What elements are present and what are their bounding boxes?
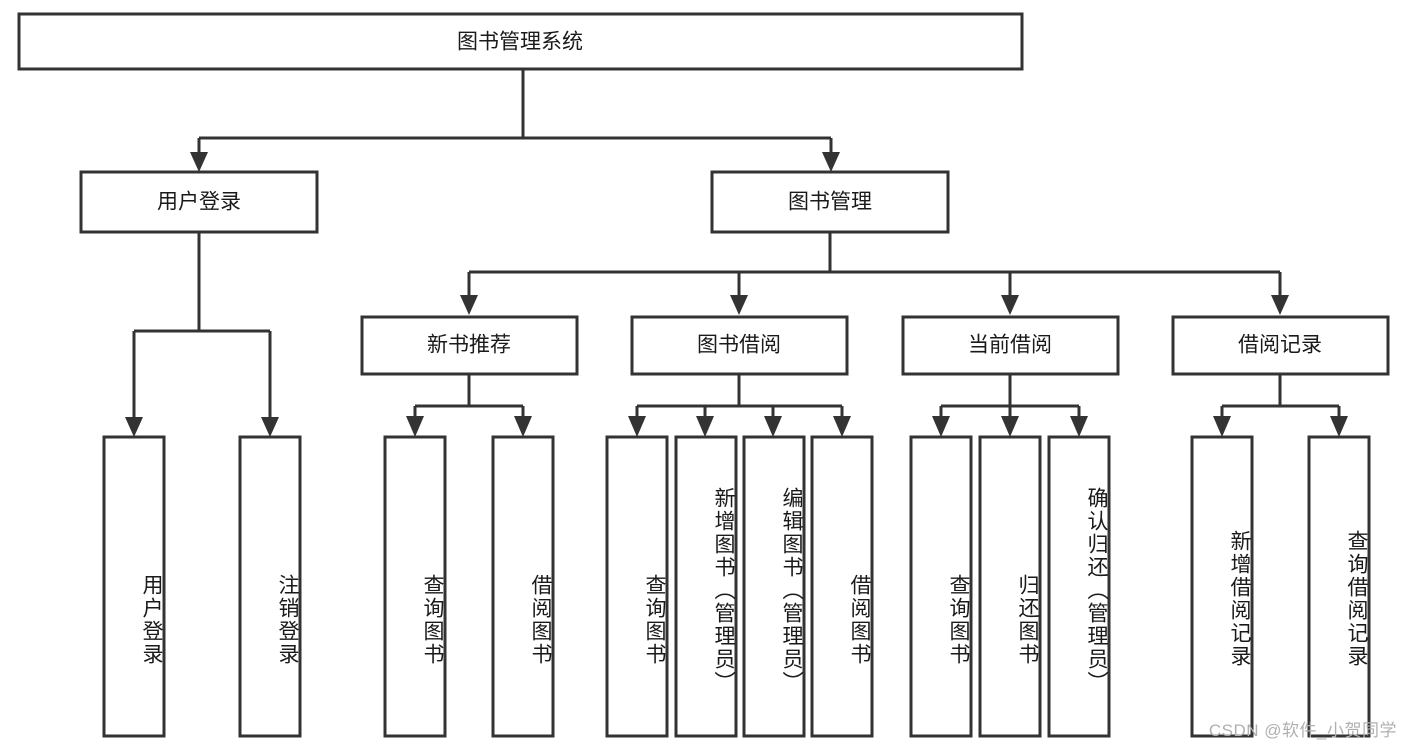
- arrow-to-user-login: [190, 152, 208, 172]
- book-borrow-label: 图书借阅: [697, 334, 781, 357]
- connector-user-login-to-leaves: [125, 232, 279, 437]
- arrow-to-leaf-return-book: [1001, 416, 1019, 437]
- connector-book-borrow-to-leaves: [628, 374, 851, 437]
- arrow-to-leaf-edit-book: [764, 416, 782, 437]
- node-new-book-recommend[interactable]: 新书推荐: [360, 315, 579, 376]
- arrow-to-leaf-logout: [261, 417, 279, 437]
- current-borrow-label: 当前借阅: [968, 334, 1052, 357]
- node-book-manage[interactable]: 图书管理: [710, 170, 950, 234]
- leaf-box-borrow-book-a[interactable]: [491, 435, 555, 738]
- root-box: [17, 12, 1024, 71]
- arrow-to-book-borrow: [730, 295, 748, 315]
- arrow-to-book-manage: [822, 152, 840, 172]
- node-book-borrow[interactable]: 图书借阅: [630, 315, 849, 376]
- arrow-to-leaf-query-book-a: [406, 416, 424, 437]
- arrow-to-leaf-query-book-c: [932, 416, 950, 437]
- leaf-box-user-login[interactable]: [102, 435, 166, 738]
- leaf-box-add-record[interactable]: [1190, 435, 1254, 738]
- root-label: 图书管理系统: [457, 31, 583, 54]
- current-borrow-box: [901, 315, 1120, 376]
- leaf-box-add-book[interactable]: [674, 435, 738, 738]
- leaf-box-edit-book[interactable]: [742, 435, 806, 738]
- leaf-box-query-book-a[interactable]: [383, 435, 447, 738]
- connector-root-to-level2: [190, 69, 840, 172]
- borrow-record-label: 借阅记录: [1238, 334, 1322, 357]
- node-user-login[interactable]: 用户登录: [79, 170, 319, 234]
- new-book-recommend-box: [360, 315, 579, 376]
- leaf-box-confirm-return[interactable]: [1047, 435, 1111, 738]
- node-current-borrow[interactable]: 当前借阅: [901, 315, 1120, 376]
- new-book-recommend-label: 新书推荐: [427, 334, 511, 357]
- user-login-box: [79, 170, 319, 234]
- connector-borrow-record-to-leaves: [1213, 374, 1348, 437]
- arrow-to-leaf-confirm-return: [1070, 416, 1088, 437]
- csdn-watermark: CSDN @软件_小贺同学: [1208, 721, 1397, 740]
- book-manage-label: 图书管理: [788, 191, 872, 214]
- leaf-box-return-book[interactable]: [978, 435, 1042, 738]
- leaf-box-borrow-book-b[interactable]: [810, 435, 874, 738]
- leaf-box-logout[interactable]: [238, 435, 302, 738]
- arrow-to-current-borrow: [1001, 295, 1019, 315]
- leaf-box-query-record[interactable]: [1307, 435, 1371, 738]
- arrow-to-leaf-user-login: [125, 417, 143, 437]
- arrow-to-leaf-query-record: [1330, 416, 1348, 437]
- arrow-to-leaf-query-book-b: [628, 416, 646, 437]
- arrow-to-new-book: [460, 295, 478, 315]
- arrow-to-leaf-add-book: [696, 416, 714, 437]
- connector-new-book-to-leaves: [406, 374, 532, 437]
- connector-book-manage-to-level3: [460, 232, 1289, 315]
- arrow-to-leaf-borrow-book-a: [514, 416, 532, 437]
- node-borrow-record[interactable]: 借阅记录: [1171, 315, 1390, 376]
- leaf-box-query-book-c[interactable]: [909, 435, 973, 738]
- connector-current-borrow-to-leaves: [932, 374, 1088, 437]
- arrow-to-borrow-record: [1271, 295, 1289, 315]
- arrow-to-leaf-borrow-book-b: [833, 416, 851, 437]
- arrow-to-leaf-add-record: [1213, 416, 1231, 437]
- leaf-box-query-book-b[interactable]: [605, 435, 669, 738]
- user-login-label: 用户登录: [157, 191, 241, 214]
- node-root[interactable]: 图书管理系统: [17, 12, 1024, 71]
